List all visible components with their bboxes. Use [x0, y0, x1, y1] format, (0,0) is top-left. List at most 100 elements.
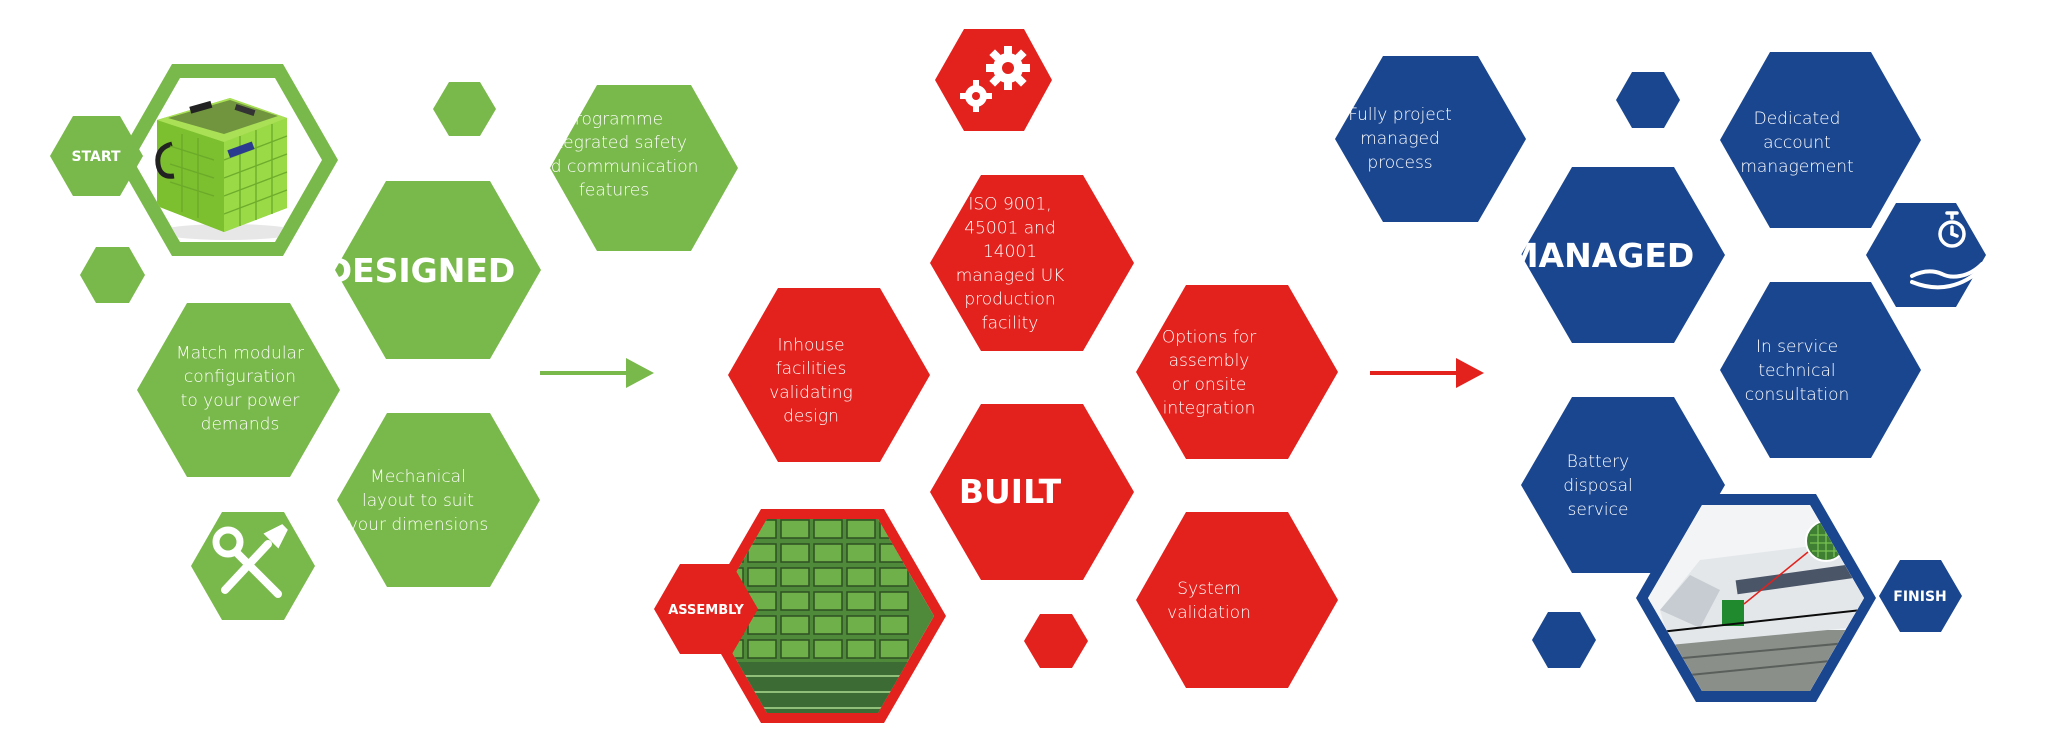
- hex-text-line: validation: [1167, 603, 1251, 623]
- hex-text-line: ISO 9001,: [968, 194, 1051, 214]
- hex-text-line: layout to suit: [362, 491, 474, 511]
- hex-text-line: facilities: [776, 359, 847, 379]
- finish-badge-label: FINISH: [1893, 589, 1947, 605]
- dedicated-text: Dedicated account management: [1740, 109, 1853, 177]
- decor-hex: [433, 82, 496, 136]
- assembly-badge: [654, 564, 758, 654]
- options-label: Options for assembly or onsite integration: [1162, 327, 1256, 418]
- hex-text-line: In service: [1756, 337, 1838, 357]
- managed-title: MANAGED: [1506, 236, 1695, 275]
- hex-text-line: assembly: [1169, 351, 1250, 371]
- programme-hex: [550, 85, 738, 251]
- iso-hex: [930, 175, 1134, 351]
- hex-text-line: Mechanical: [370, 467, 466, 487]
- decor-hex: [80, 247, 145, 303]
- battery-disposal-text: Battery disposal service: [1563, 452, 1633, 520]
- hex-text-line: demands: [201, 415, 280, 435]
- hex-text-line: production: [964, 290, 1055, 310]
- decor-hex: [1532, 612, 1596, 668]
- decor-hex: [1024, 614, 1088, 668]
- designed-title: DESIGNED: [325, 251, 516, 290]
- stopwatch-hex: [1866, 203, 1986, 307]
- hex-text-line: design: [783, 407, 839, 427]
- managed-hex: [1521, 167, 1725, 343]
- designed-stage: START Programme integrated safety and comm…: [50, 64, 738, 620]
- start-badge: [50, 116, 143, 196]
- hex-text-line: managed: [1360, 129, 1440, 149]
- stopwatch-hand-icon: [1910, 211, 1984, 290]
- hex-text-line: account: [1763, 133, 1831, 153]
- in-service-text: In service technical consultation: [1745, 337, 1850, 405]
- iso-text: ISO 9001, 45001 and 14001 managed UK product…: [956, 194, 1065, 333]
- built-stage: ISO 9001, 45001 and 14001 managed UK product…: [654, 29, 1484, 723]
- programme-label: Programme integrated safety and communicat…: [530, 109, 699, 200]
- hex-text-line: configuration: [184, 367, 296, 387]
- hex-text-line: consultation: [1745, 385, 1850, 405]
- in-service-hex: [1720, 282, 1921, 458]
- hex-text-line: Options for: [1162, 327, 1256, 347]
- iso-label: ISO 9001, 45001 and 14001 managed UK product…: [956, 194, 1065, 333]
- hex-text-line: validating: [769, 383, 853, 403]
- battery-image: [155, 98, 298, 240]
- options-hex: [1136, 285, 1338, 459]
- hex-text-line: your dimensions: [348, 515, 489, 535]
- assembly-badge-label: ASSEMBLY: [668, 603, 744, 618]
- mechanical-label: Mechanical layout to suit your dimensions: [348, 467, 489, 535]
- inhouse-label: Inhouse facilities validating design: [769, 335, 853, 426]
- finish-badge: [1879, 560, 1962, 632]
- built-hex: [930, 404, 1134, 580]
- match-modular-label: Match modular configuration to your power d…: [176, 343, 304, 434]
- hex-text-line: managed UK: [956, 266, 1065, 286]
- wrench-screwdriver-icon: [212, 524, 288, 598]
- hex-text-line: technical: [1758, 361, 1835, 381]
- match-modular-hex: [137, 303, 340, 477]
- battery-disposal-label: Battery disposal service: [1563, 452, 1633, 520]
- match-modular-text: Match modular configuration to your power d…: [176, 343, 304, 434]
- system-validation-label: System validation: [1167, 579, 1251, 623]
- start-badge-label: START: [71, 149, 121, 165]
- battery-disposal-hex: [1521, 397, 1725, 573]
- arrow-designed-to-built: [540, 358, 654, 388]
- hex-text-line: and communication: [530, 157, 699, 177]
- arrow-built-to-managed: [1370, 358, 1484, 388]
- fully-project-hex: [1335, 56, 1526, 222]
- hex-text-line: Inhouse: [777, 335, 844, 355]
- dedicated-hex: [1720, 52, 1921, 228]
- decor-hex: [1616, 72, 1680, 128]
- system-validation-hex: [1136, 512, 1338, 688]
- hex-text-line: integrated safety: [541, 133, 687, 153]
- hex-text-line: or onsite: [1172, 375, 1247, 395]
- hex-text-line: System: [1177, 579, 1240, 599]
- mechanical-text: Mechanical layout to suit your dimensions: [348, 467, 489, 535]
- train-photo-hex: [1636, 494, 1876, 702]
- hex-text-line: features: [579, 181, 649, 201]
- hex-text-line: management: [1740, 157, 1853, 177]
- hex-text-line: Programme: [565, 109, 663, 129]
- hex-text-line: Match modular: [176, 343, 304, 363]
- hex-text-line: to your power: [181, 391, 300, 411]
- built-title: BUILT: [959, 472, 1062, 511]
- mechanical-hex: [337, 413, 540, 587]
- in-service-label: In service technical consultation: [1745, 337, 1850, 405]
- battery-photo-hex: [117, 64, 338, 256]
- designed-hex: [335, 181, 541, 359]
- programme-text: Programme integrated safety and communicat…: [530, 109, 699, 200]
- options-text: Options for assembly or onsite integration: [1162, 327, 1256, 418]
- hex-text-line: Battery: [1567, 452, 1629, 472]
- hex-text-line: Dedicated: [1754, 109, 1841, 129]
- hex-text-line: 45001 and: [964, 218, 1055, 238]
- inhouse-hex: [728, 288, 930, 462]
- hex-text-line: facility: [982, 313, 1039, 333]
- inhouse-text: Inhouse facilities validating design: [769, 335, 853, 426]
- system-validation-text: System validation: [1167, 579, 1251, 623]
- hex-text-line: process: [1367, 153, 1432, 173]
- dedicated-label: Dedicated account management: [1740, 109, 1853, 177]
- hex-text-line: service: [1568, 500, 1629, 520]
- hex-text-line: disposal: [1563, 476, 1633, 496]
- hex-text-line: integration: [1163, 399, 1256, 419]
- hex-text-line: 14001: [983, 242, 1037, 262]
